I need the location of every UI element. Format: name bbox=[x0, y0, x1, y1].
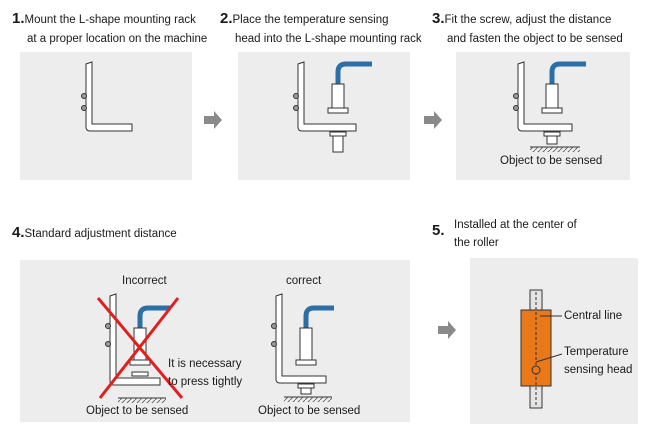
incorrect-installation bbox=[96, 293, 184, 403]
bracket-with-sensor bbox=[293, 61, 372, 153]
object-label-incorrect: Object to be sensed bbox=[86, 405, 189, 417]
central-line-label: Central line bbox=[564, 310, 623, 322]
incorrect-label: Incorrect bbox=[122, 275, 167, 287]
step-1-panel bbox=[20, 52, 192, 180]
step-2-caption: 2.Place the temperature sensing head int… bbox=[220, 10, 422, 45]
correct-installation bbox=[271, 293, 334, 402]
arrow-right-icon bbox=[424, 111, 442, 129]
step-3-panel bbox=[456, 52, 630, 180]
object-label-step3: Object to be sensed bbox=[500, 155, 603, 167]
step-3-caption: 3.Fit the screw, adjust the distance and… bbox=[432, 10, 623, 45]
step-5-panel bbox=[470, 258, 638, 424]
roller-with-sensing-head bbox=[520, 289, 563, 409]
step-4-panel bbox=[20, 260, 410, 422]
sensing-head-label-2: sensing head bbox=[564, 364, 633, 376]
object-label-correct: Object to be sensed bbox=[258, 405, 361, 417]
arrow-right-icon bbox=[204, 111, 222, 129]
bracket-sensor-object bbox=[513, 61, 586, 152]
press-note-line-2: to press tightly bbox=[168, 376, 243, 388]
arrow-right-icon bbox=[438, 321, 456, 339]
press-note-line-1: It is necessary bbox=[168, 358, 242, 370]
step-2-panel bbox=[238, 52, 410, 180]
step-1-caption: 1.Mount the L-shape mounting rack at a p… bbox=[12, 10, 208, 45]
l-shape-bracket bbox=[81, 61, 133, 132]
sensing-head-label-1: Temperature bbox=[564, 346, 629, 358]
step-4-caption: 4.Standard adjustment distance bbox=[12, 224, 177, 241]
correct-label: correct bbox=[286, 275, 322, 287]
